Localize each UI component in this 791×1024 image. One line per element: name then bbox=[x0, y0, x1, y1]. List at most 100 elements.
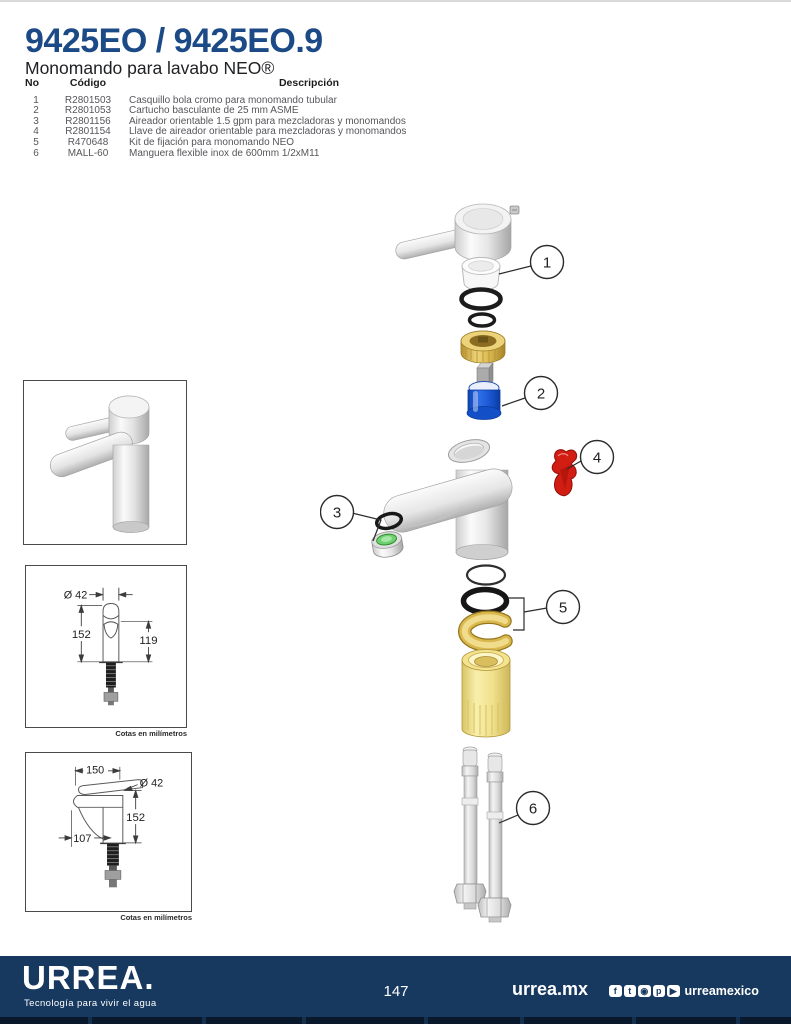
cotas-caption: Cotas en milímetros bbox=[115, 729, 187, 738]
social-handle: urreamexico bbox=[684, 984, 759, 998]
part-number-cell: 6 bbox=[33, 147, 39, 159]
table-row: 2 R2801053 Cartucho basculante de 25 mm … bbox=[25, 106, 525, 117]
front-spout-height-label: 119 bbox=[139, 635, 157, 647]
front-diameter-label: Ø 42 bbox=[64, 590, 88, 602]
col-header-codigo: Código bbox=[69, 77, 107, 89]
part-number-cell: 3 bbox=[33, 115, 39, 127]
strip-segment bbox=[206, 1017, 302, 1024]
callout-1-number: 1 bbox=[543, 255, 551, 272]
brass-ring bbox=[460, 330, 506, 364]
front-dim-label-bg bbox=[135, 632, 163, 647]
facebook-icon: f bbox=[609, 984, 622, 998]
callout-1: 1 bbox=[529, 244, 565, 280]
callout-2: 2 bbox=[523, 375, 559, 411]
aerator-key-part bbox=[551, 449, 578, 497]
side-shank bbox=[104, 843, 122, 888]
parts-table: No Código Descripción 1 R2801503 Casquil… bbox=[25, 78, 525, 159]
instagram-icon: ◉ bbox=[638, 984, 651, 998]
strip-segment bbox=[306, 1017, 424, 1024]
side-height-label: 152 bbox=[126, 812, 145, 824]
social-row: f t ◉ p ▶ urreamexico bbox=[609, 984, 759, 998]
callout-4: 4 bbox=[579, 439, 615, 475]
strip-segment bbox=[636, 1017, 736, 1024]
callout-6-number: 6 bbox=[529, 801, 537, 818]
callout-2-number: 2 bbox=[537, 386, 545, 403]
table-row: 1 R2801503 Casquillo bola cromo para mon… bbox=[25, 94, 525, 107]
side-dim-label-bg bbox=[83, 761, 109, 776]
pinterest-icon: p bbox=[652, 984, 665, 998]
cotas-caption: Cotas en milímetros bbox=[120, 913, 192, 922]
faucet-body bbox=[383, 439, 513, 560]
part-number-cell: 2 bbox=[33, 105, 39, 117]
part-code-cell: R2801154 bbox=[65, 126, 111, 138]
front-shank bbox=[103, 662, 119, 706]
front-height-label: 152 bbox=[72, 629, 91, 641]
part-number-cell: 5 bbox=[33, 136, 39, 148]
callout-5-number: 5 bbox=[559, 600, 567, 617]
side-reach-label: 150 bbox=[86, 765, 104, 777]
part-number-cell: 4 bbox=[33, 126, 39, 138]
thin-o-ring bbox=[465, 564, 507, 586]
product-subtitle: Monomando para lavabo NEO® bbox=[25, 58, 275, 78]
brass-mounting-tube bbox=[461, 649, 511, 738]
col-header-no: No bbox=[25, 77, 39, 89]
side-faucet-outline bbox=[72, 779, 144, 843]
side-diameter-label: Ø 42 bbox=[140, 778, 164, 790]
photo-spout bbox=[49, 431, 133, 478]
part-code-cell: R2801053 bbox=[64, 105, 112, 117]
callout-3-number: 3 bbox=[333, 505, 341, 522]
brass-horseshoe-washer bbox=[458, 610, 513, 653]
flex-hose-right bbox=[477, 752, 512, 923]
strip-segment bbox=[524, 1017, 632, 1024]
table-row: 4 R2801154 Llave de aireador orientable … bbox=[25, 127, 525, 138]
aerator-o-ring bbox=[375, 511, 403, 531]
strip-segment bbox=[0, 1017, 88, 1024]
part-description-cell: Manguera flexible inox de 600mm 1/2xM11 bbox=[129, 147, 320, 159]
part-description-cell: Llave de aireador orientable para mezcla… bbox=[129, 126, 407, 138]
photo-handle-top bbox=[108, 395, 150, 419]
bottom-strip bbox=[0, 1017, 791, 1024]
photo-column-base bbox=[112, 521, 150, 533]
front-faucet-outline bbox=[102, 603, 120, 663]
side-spout-reach-label: 107 bbox=[73, 833, 91, 845]
table-row: 6 MALL-60 Manguera flexible inox de 600m… bbox=[25, 147, 525, 160]
page-title: 9425EO / 9425EO.9 bbox=[25, 22, 323, 60]
part-description-cell: Cartucho basculante de 25 mm ASME bbox=[129, 105, 299, 117]
cartridge-part bbox=[466, 362, 502, 420]
twitter-icon: t bbox=[623, 984, 636, 998]
dome-cap-part bbox=[461, 257, 501, 291]
exploded-diagram: 1 2 3 4 5 6 bbox=[320, 203, 615, 923]
brand-tagline: Tecnología para vivir el agua bbox=[24, 998, 157, 1009]
faucet-photo bbox=[49, 395, 150, 533]
callout-3: 3 bbox=[320, 494, 355, 530]
page-number: 147 bbox=[383, 983, 409, 1000]
leader-lines bbox=[351, 265, 582, 824]
callout-4-number: 4 bbox=[593, 450, 601, 467]
table-header-row: No Código Descripción bbox=[25, 78, 525, 89]
side-view-svg: 150 Ø 42 152 107 bbox=[58, 761, 164, 888]
o-ring-large bbox=[459, 287, 503, 311]
part-description-cell: Aireador orientable 1.5 gpm para mezclad… bbox=[129, 115, 406, 127]
website-url: urrea.mx bbox=[512, 979, 589, 999]
flex-hose-left bbox=[453, 746, 487, 910]
aerator-part bbox=[371, 531, 404, 558]
part-description-cell: Casquillo bola cromo para monomando tubu… bbox=[129, 94, 337, 106]
dimension-drawing-front: Ø 42 152 119 bbox=[25, 565, 187, 728]
photo-column bbox=[112, 444, 150, 533]
front-dim-label-bg bbox=[67, 626, 95, 642]
callout-6: 6 bbox=[515, 790, 551, 826]
strip-segment bbox=[92, 1017, 202, 1024]
part-code-cell: R470648 bbox=[67, 136, 109, 148]
part-number-cell: 1 bbox=[33, 94, 39, 106]
side-dim-label-bg bbox=[123, 809, 149, 825]
part-description-cell: Kit de fijación para monomando NEO bbox=[129, 136, 295, 148]
strip-segment bbox=[428, 1017, 520, 1024]
table-row: 5 R470648 Kit de fijación para monomando… bbox=[25, 136, 525, 149]
col-header-descripcion: Descripción bbox=[278, 77, 340, 89]
callout-5: 5 bbox=[545, 589, 581, 625]
part-code-cell: MALL-60 bbox=[67, 147, 109, 159]
youtube-icon: ▶ bbox=[667, 984, 680, 998]
strip-segment bbox=[740, 1017, 791, 1024]
product-photo-box bbox=[23, 380, 187, 545]
